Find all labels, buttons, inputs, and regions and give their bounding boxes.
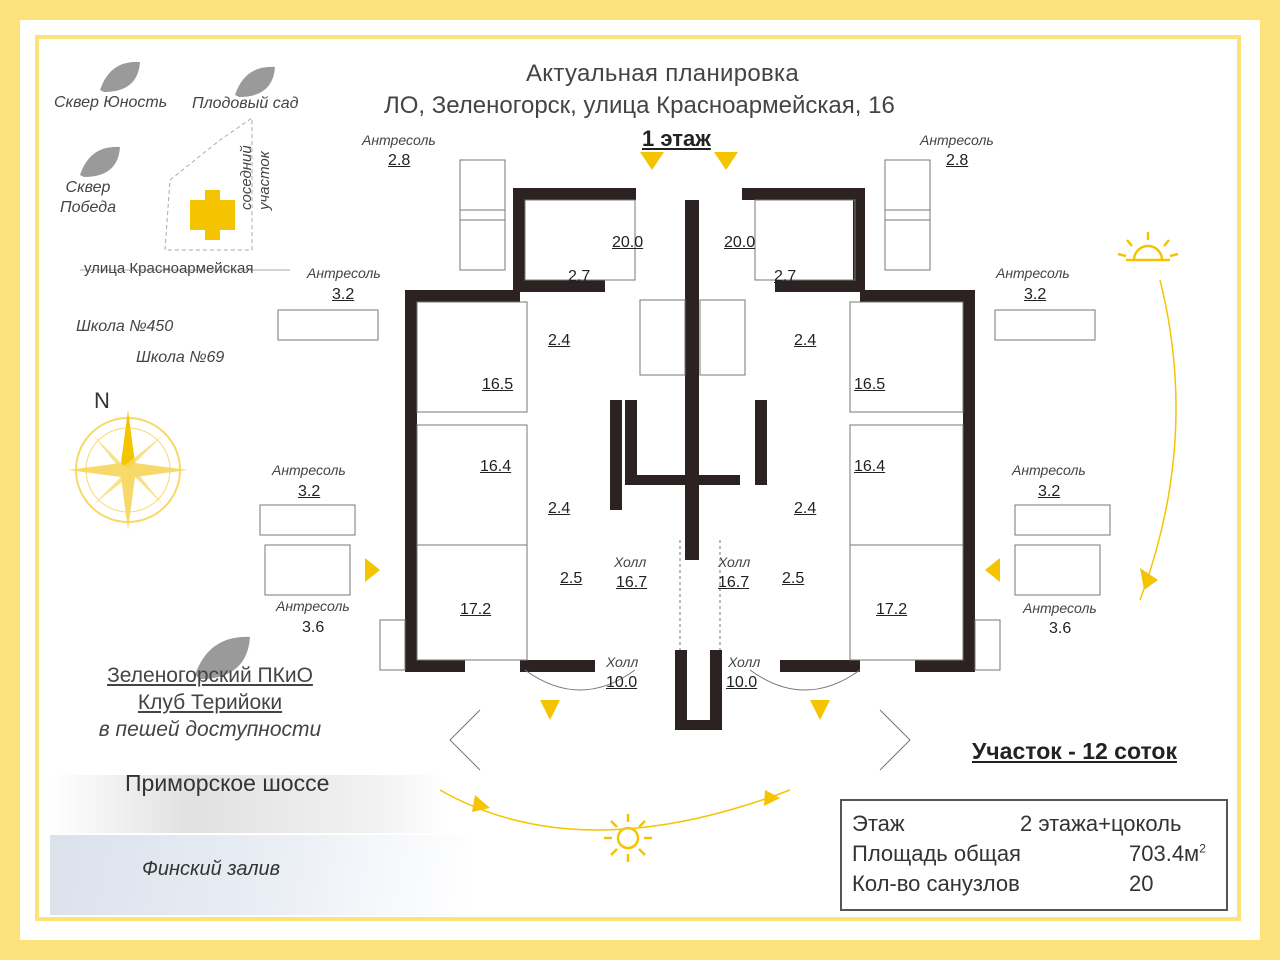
- north-label: N: [94, 388, 110, 413]
- room-area: 2.4: [794, 332, 817, 349]
- mezzanine-area: 3.2: [332, 286, 355, 303]
- room-area: 16.4: [854, 458, 886, 475]
- neighbor-plot-label: соседний участок: [238, 145, 273, 210]
- mezzanine-label: Антресоль: [1023, 600, 1097, 616]
- room-area: 20.0: [724, 234, 756, 251]
- mezzanine-area: 2.8: [946, 152, 969, 169]
- mezzanine-label: Антресоль: [272, 462, 346, 478]
- address: ЛО, Зеленогорск, улица Красноармейская, …: [384, 92, 895, 119]
- stats-label: Площадь общая: [852, 841, 1021, 866]
- road-band: [50, 775, 450, 833]
- mezzanine-label: Антресоль: [996, 265, 1070, 281]
- place-label: Сквер Победа: [60, 179, 116, 216]
- mezzanine-label: Антресоль: [362, 132, 436, 148]
- sun-icon: [1117, 232, 1179, 262]
- mezzanine-area: 3.6: [1049, 620, 1072, 637]
- entrance-arrow-icon: [365, 152, 1000, 720]
- stats-value: 703.4м2: [1129, 841, 1206, 866]
- room-area: 2.7: [774, 268, 797, 285]
- room-area: 2.4: [548, 500, 571, 517]
- page-frame: Актуальная планировка ЛО, Зеленогорск, у…: [20, 20, 1260, 940]
- stats-value: 20: [1129, 871, 1154, 896]
- leaf-icon: [80, 61, 275, 679]
- hall-area: 10.0: [726, 674, 758, 691]
- compass-rose-icon: [68, 410, 188, 530]
- mezzanine-label: Антресоль: [307, 265, 381, 281]
- park-name: Зеленогорский ПКиО: [107, 664, 313, 687]
- walking-distance: в пешей доступности: [98, 718, 322, 741]
- hall-label: Холл: [606, 654, 639, 670]
- room-area: 17.2: [460, 601, 492, 618]
- place-label: Плодовый сад: [192, 95, 299, 112]
- room-area: 2.5: [782, 570, 805, 587]
- road-label: Приморское шоссе: [125, 770, 330, 796]
- sun-icon: [604, 814, 652, 862]
- place-label: Сквер Юность: [54, 94, 168, 111]
- stats-table: Этаж 2 этажа+цоколь Площадь общая 703.4м…: [840, 799, 1228, 911]
- sea-label: Финский залив: [142, 858, 281, 880]
- floorplan-drawing: [68, 61, 1179, 862]
- stats-label: Этаж: [852, 811, 905, 836]
- room-area: 16.4: [480, 458, 512, 475]
- street-label: улица Красноармейская: [84, 260, 254, 277]
- club-name: Клуб Терийоки: [137, 691, 283, 714]
- room-area: 16.5: [482, 376, 514, 393]
- building-walls: [405, 188, 975, 730]
- school-label: Школа №69: [136, 349, 225, 366]
- hall-label: Холл: [718, 554, 751, 570]
- mezzanine-label: Антресоль: [1012, 462, 1086, 478]
- plot-title: Участок - 12 соток: [972, 738, 1177, 764]
- plan-title: Актуальная планировка: [526, 60, 800, 87]
- room-area: 2.4: [794, 500, 817, 517]
- hall-area: 16.7: [616, 574, 648, 591]
- inner-border: [35, 35, 1241, 921]
- mezzanine-area: 3.6: [302, 619, 325, 636]
- mezzanine-area: 2.8: [388, 152, 411, 169]
- school-label: Школа №450: [76, 318, 174, 335]
- mezzanine-label: Антресоль: [276, 598, 350, 614]
- hall-area: 10.0: [606, 674, 638, 691]
- hall-area: 16.7: [718, 574, 750, 591]
- room-area: 2.7: [568, 268, 591, 285]
- park-info: Зеленогорский ПКиО Клуб Терийоки в пешей…: [80, 662, 340, 743]
- mezzanine-area: 3.2: [1038, 483, 1061, 500]
- room-area: 16.5: [854, 376, 886, 393]
- room-area: 17.2: [876, 601, 908, 618]
- mezzanine-area: 3.2: [1024, 286, 1047, 303]
- mezzanine-label: Антресоль: [920, 132, 994, 148]
- hall-label: Холл: [614, 554, 647, 570]
- mezzanine-area: 3.2: [298, 483, 321, 500]
- sea-band: [50, 835, 470, 915]
- room-area: 20.0: [612, 234, 644, 251]
- floor-label: 1 этаж: [642, 126, 711, 151]
- stats-value: 2 этажа+цоколь: [1020, 811, 1182, 836]
- room-area: 2.5: [560, 570, 583, 587]
- stats-label: Кол-во санузлов: [852, 871, 1020, 896]
- hall-label: Холл: [728, 654, 761, 670]
- room-area: 2.4: [548, 332, 571, 349]
